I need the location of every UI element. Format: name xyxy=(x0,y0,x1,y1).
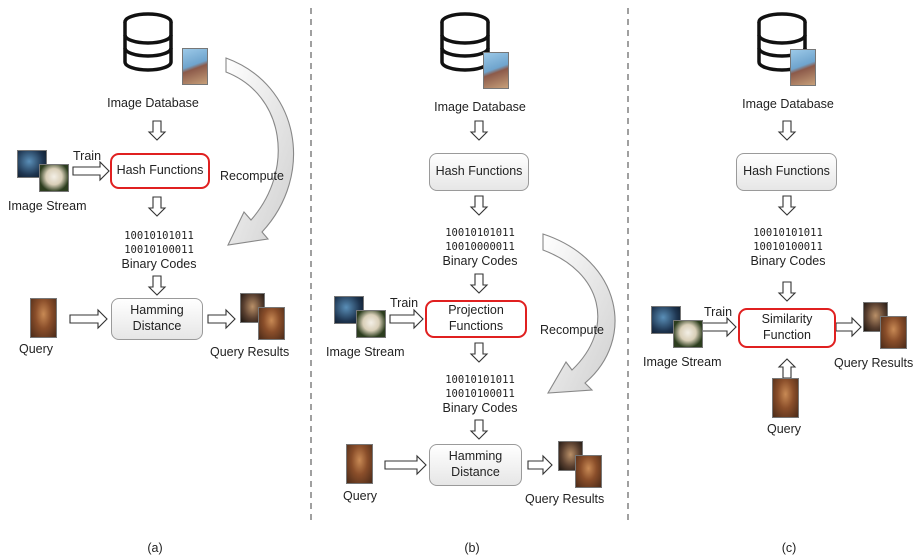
query-results-label: Query Results xyxy=(210,345,290,359)
down-arrow-icon xyxy=(470,120,488,141)
database-label: Image Database xyxy=(434,100,526,114)
stream-label: Image Stream xyxy=(8,199,87,213)
stream-label: Image Stream xyxy=(326,345,405,359)
right-arrow-icon xyxy=(72,160,110,182)
right-arrow-icon xyxy=(207,308,236,330)
binary-codes-block: 10010101011 10010100011 Binary Codes xyxy=(750,226,825,268)
right-arrow-icon xyxy=(69,308,108,330)
binary-code: 10010100011 xyxy=(445,388,515,400)
down-arrow-icon xyxy=(470,273,488,294)
down-arrow-icon xyxy=(470,195,488,216)
down-arrow-icon xyxy=(470,342,488,363)
recompute-arrow-icon xyxy=(542,233,616,394)
database-icon xyxy=(123,12,173,72)
binary-code: 10010101011 xyxy=(124,230,194,242)
database-icon xyxy=(440,12,490,72)
panel-caption: (c) xyxy=(781,541,797,555)
result-thumbnail xyxy=(575,455,602,488)
train-label: Train xyxy=(704,305,733,319)
down-arrow-icon xyxy=(148,275,166,296)
recompute-label: Recompute xyxy=(220,169,284,183)
panel-caption: (b) xyxy=(464,541,480,555)
binary-code: 10010100011 xyxy=(753,241,823,253)
binary-code: 10010101011 xyxy=(753,227,823,239)
recompute-arrow-icon xyxy=(225,57,294,246)
binary-code: 10010000011 xyxy=(445,241,515,253)
hash-functions-box: Hash Functions xyxy=(110,153,210,189)
query-results-label: Query Results xyxy=(525,492,605,506)
query-thumbnail xyxy=(772,378,799,418)
database-label: Image Database xyxy=(107,96,199,110)
query-thumbnail xyxy=(346,444,373,484)
binary-codes-label: Binary Codes xyxy=(750,254,826,268)
binary-codes-label: Binary Codes xyxy=(442,401,518,415)
right-arrow-icon xyxy=(835,316,862,338)
right-arrow-icon xyxy=(384,454,427,476)
down-arrow-icon xyxy=(470,419,488,440)
query-results-label: Query Results xyxy=(834,356,914,370)
binary-codes-block: 10010101011 10010100011 Binary Codes xyxy=(442,373,517,415)
up-arrow-icon xyxy=(778,358,796,379)
result-thumbnail xyxy=(880,316,907,349)
binary-codes-label: Binary Codes xyxy=(121,257,197,271)
stream-thumbnail xyxy=(673,320,703,348)
train-label: Train xyxy=(390,296,419,310)
bird-thumbnail xyxy=(790,49,816,86)
query-label: Query xyxy=(767,422,802,436)
bird-thumbnail xyxy=(483,52,509,89)
right-arrow-icon xyxy=(389,308,424,330)
query-label: Query xyxy=(19,342,54,356)
hash-functions-box: Hash Functions xyxy=(429,153,529,191)
projection-functions-box: Projection Functions xyxy=(425,300,527,338)
binary-codes-block: 10010101011 10010100011 Binary Codes xyxy=(121,229,196,271)
recompute-label: Recompute xyxy=(540,323,604,337)
down-arrow-icon xyxy=(148,196,166,217)
result-thumbnail xyxy=(258,307,285,340)
query-label: Query xyxy=(343,489,378,503)
panel-caption: (a) xyxy=(147,541,163,555)
stream-label: Image Stream xyxy=(643,355,722,369)
similarity-function-box: Similarity Function xyxy=(738,308,836,348)
database-label: Image Database xyxy=(742,97,834,111)
hash-functions-box: Hash Functions xyxy=(736,153,837,191)
stream-thumbnail xyxy=(39,164,69,192)
binary-code: 10010101011 xyxy=(445,227,515,239)
binary-code: 10010101011 xyxy=(445,374,515,386)
right-arrow-icon xyxy=(701,316,737,338)
train-label: Train xyxy=(73,149,102,163)
binary-codes-block: 10010101011 10010000011 Binary Codes xyxy=(442,226,517,268)
binary-code: 10010100011 xyxy=(124,244,194,256)
hamming-distance-box: Hamming Distance xyxy=(429,444,522,486)
down-arrow-icon xyxy=(778,281,796,302)
binary-codes-label: Binary Codes xyxy=(442,254,518,268)
query-thumbnail xyxy=(30,298,57,338)
bird-thumbnail xyxy=(182,48,208,85)
down-arrow-icon xyxy=(778,120,796,141)
stream-thumbnail xyxy=(356,310,386,338)
down-arrow-icon xyxy=(148,120,166,141)
down-arrow-icon xyxy=(778,195,796,216)
right-arrow-icon xyxy=(527,454,553,476)
hamming-distance-box: Hamming Distance xyxy=(111,298,203,340)
